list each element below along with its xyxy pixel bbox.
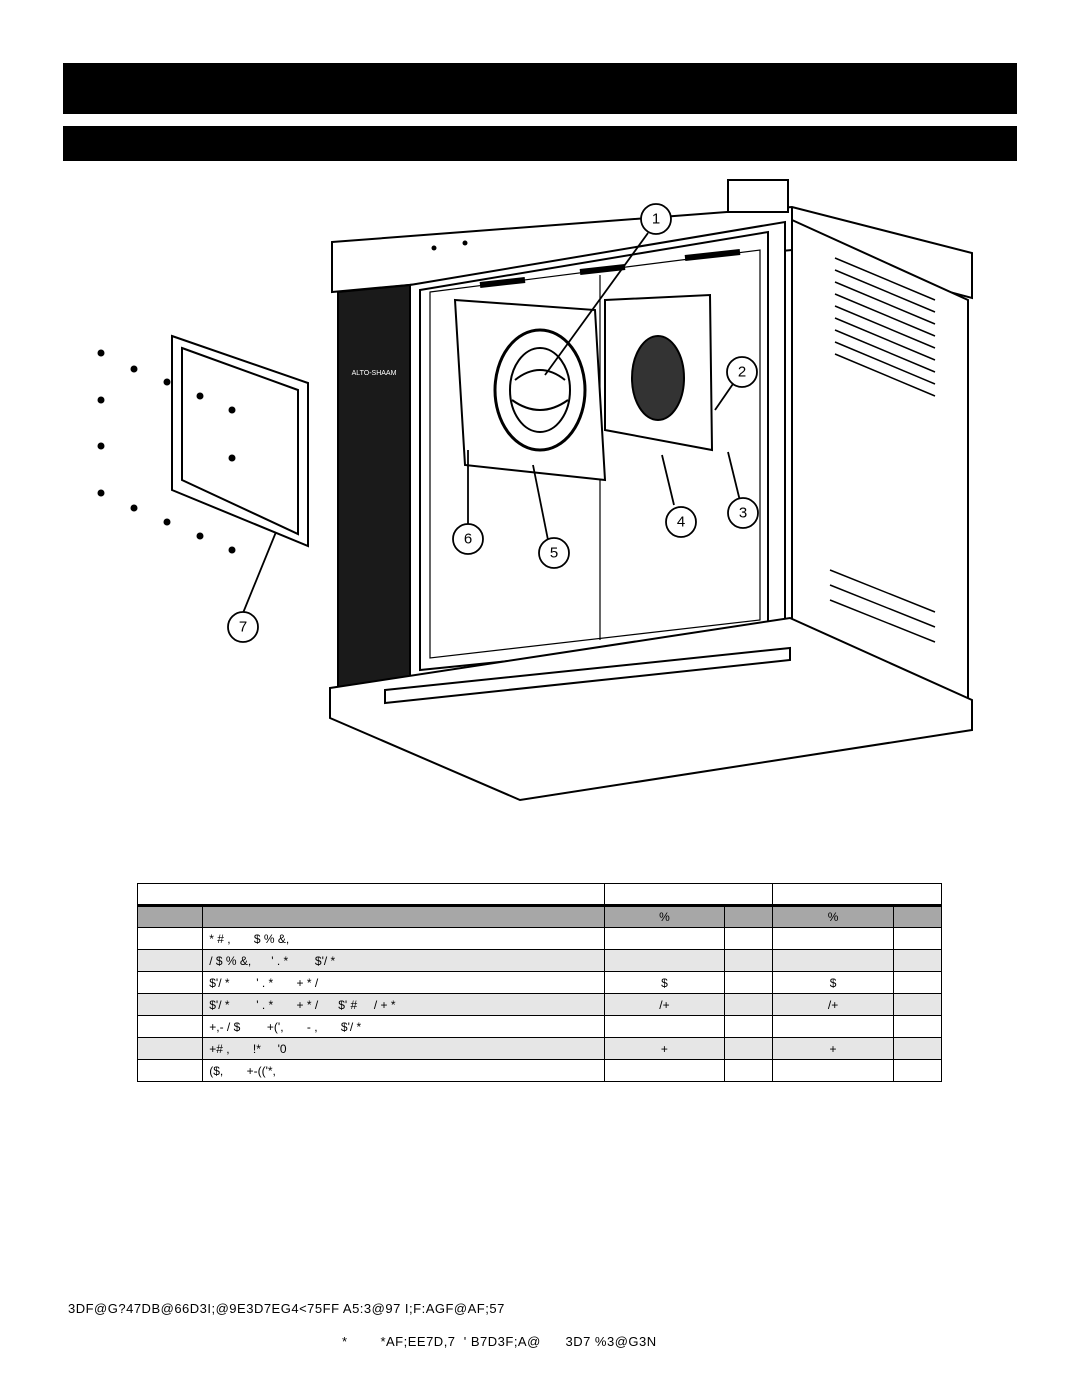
row-description: +,- / $ +(', - , $'/ * bbox=[202, 1015, 605, 1038]
callout-2-circle bbox=[726, 356, 758, 388]
row-part-a: + bbox=[603, 1037, 726, 1060]
row-part-b: + bbox=[772, 1037, 894, 1060]
row-description: $'/ * ' . * + * / $' # / + * bbox=[202, 993, 605, 1016]
callout-2-label: 2 bbox=[738, 364, 746, 381]
table-row: +# , !* '0 + + bbox=[136, 1037, 943, 1060]
row-part-b: $ bbox=[772, 971, 894, 994]
footer-note: 3DF@G?47DB@66D3I;@9E3D7EG4<75FF A5:3@97 … bbox=[68, 1301, 505, 1316]
callout-3-label: 3 bbox=[739, 505, 747, 522]
row-description: * # , $ % &, bbox=[202, 927, 605, 950]
callout-6-label: 6 bbox=[464, 531, 472, 548]
title-bar bbox=[63, 63, 1017, 114]
callout-4-label: 4 bbox=[677, 514, 685, 531]
row-part-b bbox=[772, 1015, 894, 1038]
row-part-a: $ bbox=[603, 971, 726, 994]
callout-4-circle bbox=[665, 506, 697, 538]
table-row: $'/ * ' . * + * / $ $ bbox=[136, 971, 943, 994]
row-description: / $ % &, ' . * $'/ * bbox=[202, 949, 605, 972]
table-row: / $ % &, ' . * $'/ * bbox=[136, 949, 943, 972]
row-part-a bbox=[603, 1059, 726, 1082]
parts-table: % % * # , $ % &, / $ % &, ' . * $'/ * $'… bbox=[136, 883, 943, 1082]
row-description: $'/ * ' . * + * / bbox=[202, 971, 605, 994]
brand-logo: ALTO-SHAAM bbox=[352, 370, 397, 377]
subtitle-bar bbox=[63, 126, 1017, 161]
oven-exploded-diagram: 1 2 3 4 5 6 7 ALTO-SHAAM bbox=[97, 179, 973, 802]
table-header-row bbox=[137, 883, 942, 907]
callout-5-circle bbox=[538, 537, 570, 569]
row-part-b bbox=[772, 927, 894, 950]
callout-3-circle bbox=[727, 497, 759, 529]
table-row: ($, +-(('*, bbox=[136, 1059, 943, 1082]
row-part-b: /+ bbox=[772, 993, 894, 1016]
row-part-a bbox=[603, 927, 726, 950]
callout-1-label: 1 bbox=[652, 211, 660, 228]
row-description: ($, +-(('*, bbox=[202, 1059, 605, 1082]
table-row: $'/ * ' . * + * / $' # / + * /+ /+ bbox=[136, 993, 943, 1016]
row-part-a: /+ bbox=[603, 993, 726, 1016]
callout-6-circle bbox=[452, 523, 484, 555]
table-row: +,- / $ +(', - , $'/ * bbox=[136, 1015, 943, 1038]
table-row: * # , $ % &, bbox=[136, 927, 943, 950]
row-part-b bbox=[772, 949, 894, 972]
row-part-a bbox=[603, 1015, 726, 1038]
row-part-b bbox=[772, 1059, 894, 1082]
footer-manual-title: * *AF;EE7D,7 ' B7D3F;A@ 3D7 %3@G3N bbox=[342, 1334, 657, 1349]
subheader-col1: % bbox=[603, 905, 726, 928]
callout-5-label: 5 bbox=[550, 545, 558, 562]
callout-7-circle bbox=[227, 611, 259, 643]
row-description: +# , !* '0 bbox=[202, 1037, 605, 1060]
subheader-col2: % bbox=[772, 905, 894, 928]
callout-1-circle bbox=[640, 203, 672, 235]
callout-7-label: 7 bbox=[239, 619, 247, 636]
table-subheader-row: % % bbox=[136, 905, 943, 928]
row-part-a bbox=[603, 949, 726, 972]
